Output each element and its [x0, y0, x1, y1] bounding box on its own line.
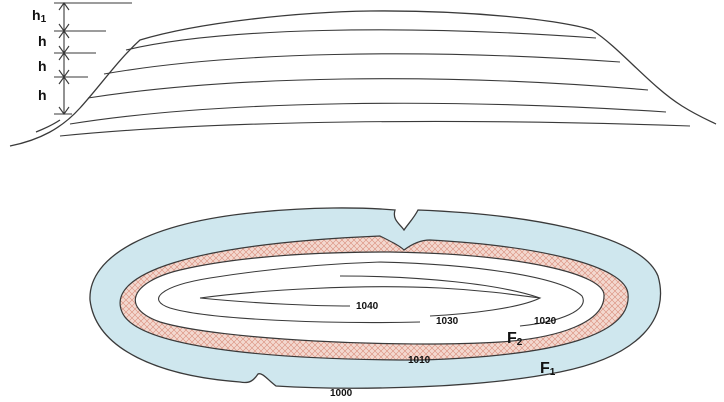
profile-contour-4: [69, 102, 667, 125]
contour-label-1040: 1040: [356, 301, 379, 312]
contour-1030-inner: [339, 275, 542, 317]
contour-map: 1040 1030 1020 1010 1000 F2 F1: [89, 207, 662, 399]
profile-contour-3: [87, 78, 649, 99]
height-label-2: h: [38, 58, 47, 74]
dimension-arrows: [58, 2, 70, 115]
area-label-F1: F1: [540, 360, 556, 378]
contour-1040: [199, 286, 541, 307]
profile-contour-5: [59, 120, 691, 137]
inner-region: [134, 251, 605, 345]
contour-label-1030: 1030: [436, 316, 459, 327]
height-label-top: h1: [32, 7, 47, 25]
profile-contour-1: [125, 29, 597, 51]
profile-outline: [9, 10, 717, 147]
height-label-3: h: [38, 87, 47, 103]
contour-label-1010: 1010: [408, 355, 431, 366]
terrain-profile: h1 h h h: [9, 2, 717, 147]
area-label-F2: F2: [507, 330, 523, 348]
profile-cliff-left: [35, 119, 61, 133]
profile-contour-2: [103, 53, 621, 75]
contour-label-1000: 1000: [330, 388, 353, 399]
contour-label-1020: 1020: [534, 316, 557, 327]
height-label-1: h: [38, 33, 47, 49]
contour-1030-outer: [158, 261, 584, 327]
